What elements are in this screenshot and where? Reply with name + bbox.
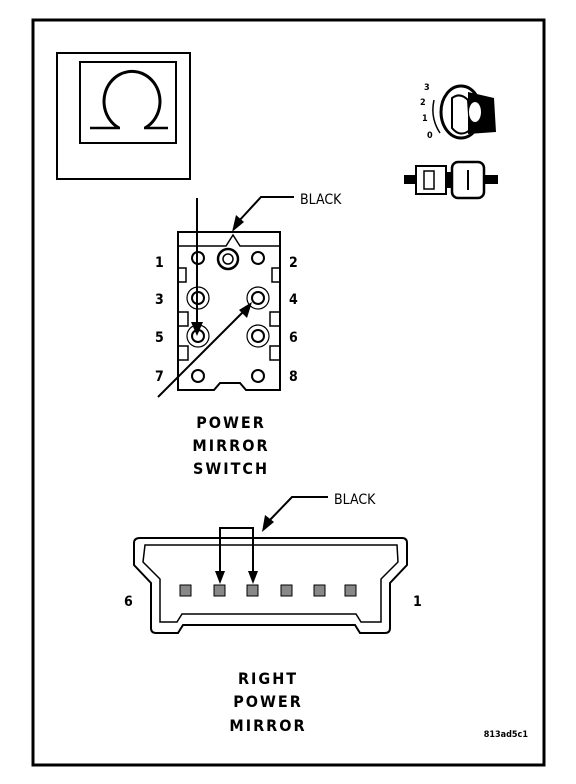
cavity-4 (246, 584, 259, 597)
terminal-7 (191, 369, 205, 383)
switch-plug-icon (404, 160, 498, 200)
pin-label-8: 8 (289, 369, 298, 385)
connector-title-line-3: MIRROR (229, 716, 306, 735)
connector-end-label-1: 1 (413, 594, 422, 610)
pin-label-1: 1 (155, 255, 164, 271)
ignition-key-icon: 3 2 1 0 (420, 83, 496, 141)
power-mirror-switch: BLACK (155, 192, 342, 478)
connector-probe-leads (219, 527, 254, 578)
key-position-2: 2 (420, 98, 426, 108)
connector-body (133, 537, 408, 634)
switch-wire-color-label: BLACK (300, 192, 342, 208)
omega-icon (102, 70, 162, 130)
switch-title-line-2: MIRROR (192, 436, 269, 455)
figure-code: 813ad5c1 (484, 730, 529, 740)
probe-lead-terminal-4 (157, 310, 245, 398)
ohmmeter-symbol (56, 52, 191, 180)
pin-label-4: 4 (289, 292, 298, 308)
connector-title-line-1: RIGHT (238, 669, 298, 688)
right-power-mirror-connector: BLACK 6 1 RIGHT POWER MIRROR (124, 492, 422, 735)
cavity-5 (213, 584, 226, 597)
key-position-1: 1 (422, 114, 428, 124)
pin-label-2: 2 (289, 255, 298, 271)
switch-title-line-3: SWITCH (193, 459, 269, 478)
cavity-2 (313, 584, 326, 597)
connector-cavities (179, 584, 357, 597)
cavity-1 (344, 584, 357, 597)
cavity-3 (280, 584, 293, 597)
connector-wire-color-label: BLACK (334, 492, 376, 508)
pin-label-5: 5 (155, 330, 164, 346)
switch-title-line-1: POWER (196, 413, 266, 432)
pin-label-3: 3 (155, 292, 164, 308)
diagram-frame (31, 18, 546, 767)
pin-label-7: 7 (155, 369, 164, 385)
pin-label-6: 6 (289, 330, 298, 346)
terminal-8 (251, 369, 265, 383)
connector-title-line-2: POWER (233, 692, 303, 711)
terminal-2 (251, 251, 265, 265)
cavity-6 (179, 584, 192, 597)
connector-end-label-6: 6 (124, 594, 133, 610)
key-position-3: 3 (424, 83, 430, 93)
key-position-0: 0 (427, 131, 433, 141)
